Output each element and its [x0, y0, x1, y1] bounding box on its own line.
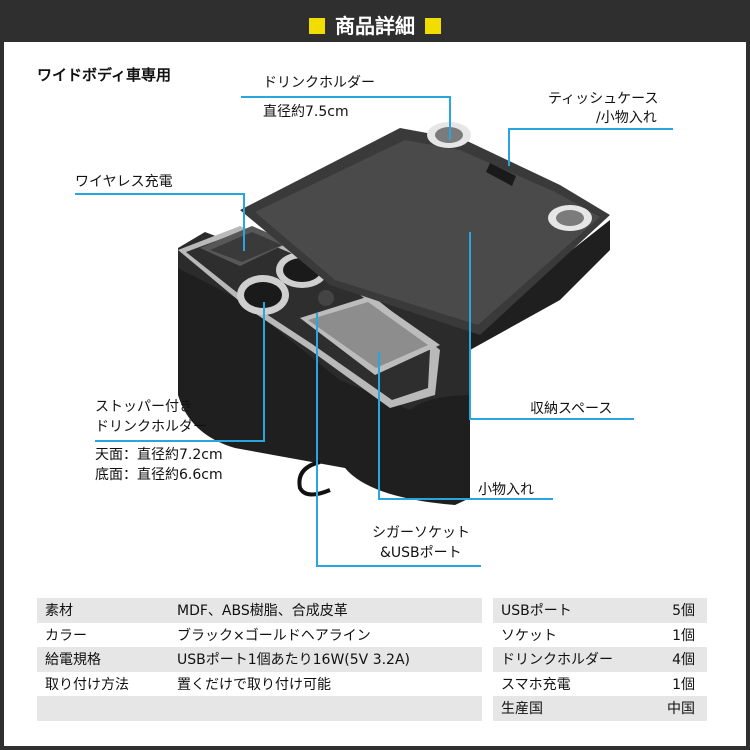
callout-stopper: ストッパー付き [95, 399, 193, 415]
count-key: 生産国 [501, 701, 543, 718]
count-key: スマホ充電 [501, 676, 571, 693]
callout-cigar: シガーソケット [372, 525, 470, 541]
callout-line [378, 352, 380, 500]
callout-storage: 収納スペース [530, 401, 613, 417]
callout-usb: &USBポート [380, 545, 462, 561]
callout-line [263, 302, 265, 442]
table-row: 素材 MDF、ABS樹脂、合成皮革 [37, 598, 482, 623]
spec-value: ブラック×ゴールドヘアライン [177, 627, 371, 644]
spec-value: USBポート1個あたり16W(5V 3.2A) [177, 652, 411, 669]
table-row: ドリンクホルダー 4個 [493, 647, 707, 672]
count-table: USBポート 5個 ソケット 1個 ドリンクホルダー 4個 スマホ充電 1個 生産国 中国 [493, 598, 707, 721]
table-row: スマホ充電 1個 [493, 672, 707, 697]
table-row [37, 696, 482, 721]
callout-wireless: ワイヤレス充電 [75, 174, 173, 190]
callout-line [75, 193, 245, 195]
table-row: ソケット 1個 [493, 623, 707, 648]
count-value: 中国 [667, 701, 695, 718]
table-row: USBポート 5個 [493, 598, 707, 623]
callout-bottom-diameter: 底面：直径約6.6cm [95, 467, 223, 483]
table-row: カラー ブラック×ゴールドヘアライン [37, 623, 482, 648]
subtitle: ワイドボディ車専用 [37, 66, 171, 84]
title-bar: 商品詳細 [0, 0, 750, 42]
callout-line [449, 96, 451, 140]
table-row: 生産国 中国 [493, 696, 707, 721]
table-row: 給電規格 USBポート1個あたり16W(5V 3.2A) [37, 647, 482, 672]
spec-value: MDF、ABS樹脂、合成皮革 [177, 603, 348, 620]
title-marker-left [309, 18, 325, 34]
callout-line [469, 232, 471, 420]
callout-drink-holder: ドリンクホルダー [263, 75, 375, 91]
callout-tissue-sub: /小物入れ [596, 110, 657, 126]
count-key: ソケット [501, 627, 557, 644]
spec-key: 給電規格 [45, 652, 101, 669]
callout-line [95, 440, 265, 442]
title-text: 商品詳細 [335, 14, 415, 38]
table-row: 取り付け方法 置くだけで取り付け可能 [37, 672, 482, 697]
callout-line [508, 128, 673, 130]
callout-line [243, 193, 245, 251]
spec-value: 置くだけで取り付け可能 [177, 676, 331, 693]
callout-drink-holder-size: 直径約7.5cm [263, 104, 349, 120]
spec-key: 取り付け方法 [45, 676, 129, 693]
callout-tissue: ティッシュケース [548, 91, 659, 107]
callout-line [508, 128, 510, 166]
callout-line [241, 96, 451, 98]
callout-line [316, 565, 481, 567]
count-value: 4個 [672, 652, 695, 669]
count-value: 1個 [672, 627, 695, 644]
count-value: 1個 [672, 676, 695, 693]
callout-stopper-holder: ドリンクホルダー [95, 419, 207, 435]
callout-top-diameter: 天面：直径約7.2cm [95, 447, 223, 463]
count-key: ドリンクホルダー [501, 652, 613, 669]
spec-key: カラー [45, 627, 87, 644]
callout-line [378, 498, 553, 500]
spec-key: 素材 [45, 603, 73, 620]
spec-table: 素材 MDF、ABS樹脂、合成皮革 カラー ブラック×ゴールドヘアライン 給電規格 U… [37, 598, 482, 721]
page-title: 商品詳細 [0, 10, 750, 39]
callout-line [316, 313, 318, 567]
count-key: USBポート [501, 603, 572, 620]
callout-small: 小物入れ [478, 482, 534, 498]
title-marker-right [425, 18, 441, 34]
callout-line [469, 418, 634, 420]
count-value: 5個 [672, 603, 695, 620]
